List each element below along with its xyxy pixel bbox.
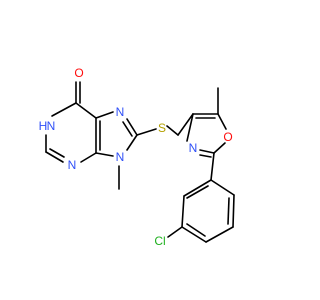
bond-c8-s: [136, 128, 157, 136]
bond-n-c4ox: [186, 113, 194, 142]
bond-ar3-ar4: [181, 226, 207, 243]
bond-ar5-ar6: [232, 194, 235, 228]
bond-n7-c8-double: [122, 121, 133, 137]
bond-ar4-ar5: [205, 226, 234, 243]
bond-ar3-ar4-inner: [186, 223, 206, 237]
bond-n3-c4: [80, 152, 97, 163]
bond-c2ox-n: [199, 149, 215, 154]
atom-oxazole-n: N: [189, 141, 198, 155]
bond-c2ox-n-double: [199, 154, 212, 158]
atom-oxazole-o: O: [223, 130, 232, 144]
atom-o6: O: [74, 66, 83, 80]
bond-ar1-ar2: [183, 179, 212, 197]
bond-ar-cl: [167, 226, 183, 238]
bond-ar2-ar3: [181, 195, 185, 228]
bond-c2-n3-double: [49, 148, 65, 158]
atom-n1-group: H N: [39, 119, 56, 133]
bond-layer: [45, 81, 235, 243]
bond-c2ox-aryl: [210, 152, 215, 181]
atom-cl: Cl: [154, 234, 165, 248]
bond-o-c2ox: [213, 142, 226, 154]
bond-ar5-ar6-inner: [227, 197, 230, 225]
bond-c2-n3: [45, 151, 64, 163]
atom-n9: N: [116, 150, 125, 164]
atom-label-layer: O H N N N N S O N Cl: [39, 66, 233, 248]
atom-s: S: [158, 121, 166, 135]
bond-c5ox-o: [217, 113, 227, 130]
bond-n9-c4: [95, 152, 114, 157]
bond-ch2-c4ox: [177, 113, 194, 136]
bond-ar1-ar2-inner: [186, 185, 209, 199]
molecule-structure-diagram: O H N N N N S O N Cl: [39, 66, 235, 248]
atom-n1-h: H: [39, 119, 48, 133]
atom-n7: N: [116, 105, 125, 119]
atom-n3: N: [68, 158, 77, 172]
bond-n7-c8: [126, 118, 138, 136]
bond-c5-n7: [95, 111, 114, 119]
bond-s-ch2: [166, 125, 179, 136]
bond-c5-c6: [75, 102, 97, 119]
bond-ar6-ar1: [210, 179, 235, 196]
bond-c8-n9: [126, 134, 138, 151]
bond-c6-n1: [51, 102, 77, 117]
atom-n1-n: N: [47, 119, 56, 133]
